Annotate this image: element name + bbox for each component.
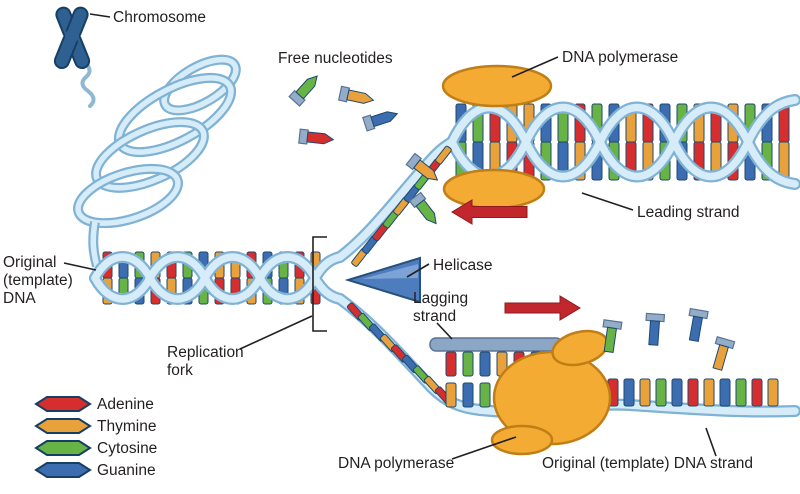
legend-label-thymine: Thymine [97,418,156,435]
free-nucleotide [298,128,335,145]
legend-swatch-thymine [34,418,92,434]
free-nucleotides-top [288,75,439,225]
original-dna-label-line1: Original [3,254,56,271]
dna-coil [73,54,241,268]
helicase-label: Helicase [433,257,492,274]
free-nucleotide [688,307,709,342]
legend-item: Guanine [34,462,156,479]
free-nucleotides-lagging [602,307,736,371]
lagging-direction-arrow [504,295,581,321]
replication-fork-label-line2: fork [167,362,193,379]
original-dna-label-line3: DNA [3,290,36,307]
legend-label-adenine: Adenine [97,396,154,413]
base-t [639,378,651,407]
base-a [445,351,457,377]
legend-item: Thymine [34,418,156,435]
base-g [462,382,474,408]
free-nucleotide [337,85,375,104]
free-nucleotide [602,319,623,353]
leading-direction-arrow [451,199,528,225]
dna-polymerase-top-label: DNA polymerase [562,49,678,66]
free-nucleotide [362,111,399,132]
base-c [479,382,491,408]
chromosome-label: Chromosome [113,9,206,26]
coil-squiggle [80,60,96,108]
free-nucleotide [408,191,437,225]
free-nucleotide [288,75,318,107]
free-nucleotide [645,312,666,346]
legend-swatch-guanine [34,462,92,478]
free-nucleotides-label: Free nucleotides [278,50,393,67]
chromosome-icon [53,6,91,70]
legend: Adenine Thymine Cytosine Guanine [34,396,157,479]
dna-polymerase-top-blob [441,64,553,210]
base-c [655,378,667,407]
lagging-fragment [429,337,563,352]
fork-upper-bases [351,145,452,267]
base-g [623,378,635,407]
original-template-strand-label: Original (template) DNA strand [542,455,753,472]
replication-fork-bracket [312,236,327,332]
fork-lower-bases [346,302,453,405]
base-a [751,378,763,407]
base-g [671,378,683,407]
base-t [435,145,452,165]
free-nucleotide [405,152,439,181]
legend-label-guanine: Guanine [97,462,156,479]
base-g [719,378,731,407]
legend-item: Adenine [34,396,154,413]
replication-fork-label-line1: Replication [167,344,244,361]
leading-strand-label: Leading strand [637,204,740,221]
lagging-strand-label-line1: Lagging [413,290,468,307]
base-g [479,351,491,377]
base-t [445,382,457,408]
leader-lines [63,13,717,460]
base-c [462,351,474,377]
original-dna-label-line2: (template) [3,272,73,289]
lagging-fragment-backbone [429,337,563,352]
free-nucleotide [712,336,736,371]
legend-swatch-cytosine [34,440,92,456]
helicase-icon [344,256,421,304]
legend-label-cytosine: Cytosine [97,440,157,457]
legend-item: Cytosine [34,440,157,457]
base-c [735,378,747,407]
base-t [703,378,715,407]
dna-polymerase-bottom-label: DNA polymerase [338,455,454,472]
legend-swatch-adenine [34,396,92,412]
base-a [687,378,699,407]
dna-polymerase-bottom-blob [490,329,612,456]
base-t [767,378,779,407]
lagging-strand-label-line2: strand [413,308,456,325]
